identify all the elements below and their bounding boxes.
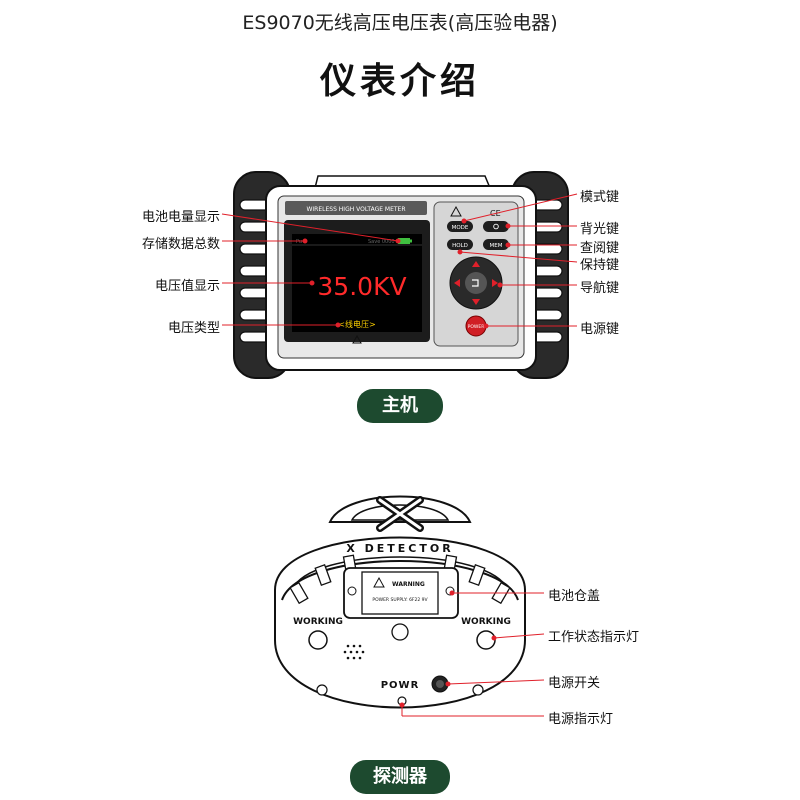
working-label-right: WORKING — [461, 617, 511, 627]
mode-button[interactable]: MODE — [447, 221, 473, 232]
callout-power-key: 电源键 — [580, 322, 620, 337]
speaker-grille-icon — [343, 644, 365, 660]
probe-callout-lines — [399, 590, 545, 717]
mem-button[interactable]: MEM — [483, 239, 509, 250]
probe-power-label: POWR — [381, 680, 420, 691]
section-label-main-unit: 主机 — [357, 389, 443, 423]
probe-warning-title: WARNING — [392, 581, 425, 588]
panel-warning-icon — [450, 205, 462, 217]
arrow-up-icon — [472, 261, 480, 267]
screen-top-right: Save 0000 — [368, 239, 395, 245]
warning-triangle-icon — [352, 334, 362, 344]
power-button-label: POWER — [468, 324, 485, 330]
battery-indicator-icon — [398, 238, 410, 244]
callout-voltage-display: 电压值显示 — [154, 279, 220, 294]
page-subtitle: ES9070无线高压电压表(高压验电器) — [242, 12, 558, 34]
callout-battery-cover: 电池仓盖 — [548, 589, 601, 604]
working-led-right — [476, 630, 496, 650]
arrow-down-icon — [472, 299, 480, 305]
hold-button-label: HOLD — [452, 243, 468, 249]
mode-button-label: MODE — [452, 225, 469, 231]
voltage-type-label: <线电压> — [338, 319, 375, 329]
callout-power-switch: 电源开关 — [548, 676, 601, 691]
callout-backlight-key: 背光键 — [580, 222, 620, 237]
sun-icon — [493, 223, 499, 230]
brand-strip-text: WIRELESS HIGH VOLTAGE METER — [306, 206, 405, 213]
callout-navigation-key: 导航键 — [580, 281, 620, 296]
enter-icon — [472, 279, 479, 287]
probe-warning-text: POWER SUPPLY: 6F22 9V — [372, 597, 428, 603]
working-label-left: WORKING — [293, 617, 343, 627]
probe-warning-icon — [373, 576, 385, 588]
page-title: 仪表介绍 — [319, 61, 480, 102]
callout-mode-key: 模式键 — [580, 190, 620, 205]
voltage-reading: 35.0KV — [317, 272, 406, 301]
callout-power-led: 电源指示灯 — [548, 712, 614, 727]
callout-battery-display: 电池电量显示 — [141, 210, 220, 225]
arrow-left-icon — [454, 279, 460, 287]
mem-button-label: MEM — [490, 243, 503, 249]
section-label-probe: 探测器 — [350, 760, 450, 794]
probe-power-switch[interactable] — [431, 675, 449, 693]
power-button[interactable]: POWER — [465, 315, 487, 337]
main-unit-illustration: WIRELESS HIGH VOLTAGE METER Pu 1 Save 00… — [233, 171, 569, 379]
navigation-pad[interactable] — [449, 256, 503, 310]
main-callout-lines — [221, 193, 578, 329]
arrow-right-icon — [492, 279, 498, 287]
hold-button[interactable]: HOLD — [447, 239, 473, 250]
screen-top-left: Pu 1 — [296, 239, 307, 245]
callout-stored-count: 存储数据总数 — [141, 237, 220, 252]
probe-brand: X DETECTOR — [346, 542, 453, 555]
probe-illustration: X DETECTOR WARNING POWER SUPPLY: 6F22 9V… — [274, 495, 526, 709]
callout-voltage-type: 电压类型 — [167, 321, 220, 336]
backlight-button[interactable] — [483, 221, 509, 232]
callout-review-key: 查阅键 — [580, 241, 620, 256]
working-led-left — [308, 630, 328, 650]
callout-status-led: 工作状态指示灯 — [548, 630, 640, 645]
callout-hold-key: 保持键 — [580, 258, 620, 273]
